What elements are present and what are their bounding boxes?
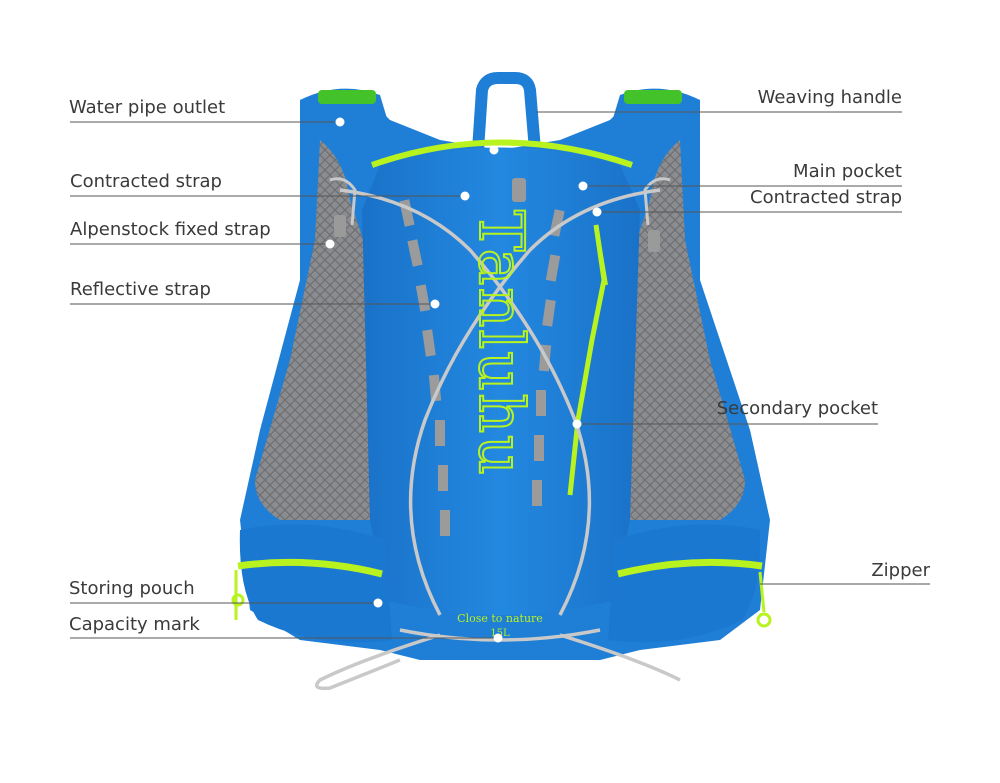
callout-weaving-handle: Weaving handle <box>757 87 902 108</box>
contracted-strap-right <box>643 177 671 252</box>
brand-logo: Tanluhu <box>465 210 538 477</box>
contracted-strap-left <box>329 177 357 237</box>
zipper-pull-right <box>756 612 772 628</box>
right-shoulder-trim <box>624 90 682 104</box>
leader-lines <box>70 111 930 639</box>
callout-zipper: Zipper <box>871 560 930 581</box>
left-shoulder-trim <box>318 90 376 104</box>
center-toggle <box>512 178 526 202</box>
tagline-text: Close to nature <box>457 612 543 625</box>
backpack-illustration: Tanluhu Close to nature 15L <box>231 72 772 691</box>
capacity-text: 15L <box>490 628 510 639</box>
callout-capacity-mark: Capacity mark <box>69 614 200 635</box>
callout-contracted-strap-right: Contracted strap <box>750 187 902 208</box>
callout-storing-pouch: Storing pouch <box>69 578 195 599</box>
left-mesh-panel <box>255 140 380 520</box>
callout-dots <box>325 117 602 643</box>
zipper-pull-right-tab <box>758 571 766 613</box>
callout-secondary-pocket: Secondary pocket <box>716 398 878 419</box>
right-pouch-zipper <box>617 558 763 578</box>
left-pouch-zipper <box>237 558 383 578</box>
left-storing-pouch <box>239 524 392 643</box>
weaving-handle <box>472 72 541 151</box>
callout-contracted-strap-left: Contracted strap <box>70 171 222 192</box>
zipper-pull-left <box>231 593 245 607</box>
callout-main-pocket: Main pocket <box>793 161 902 182</box>
bungee-cord <box>314 188 681 691</box>
secondary-zipper-pull <box>594 224 608 286</box>
right-storing-pouch <box>608 524 761 643</box>
callout-reflective-strap: Reflective strap <box>70 279 211 300</box>
callout-water-pipe-outlet: Water pipe outlet <box>69 97 226 118</box>
callout-alpenstock-fixed-strap: Alpenstock fixed strap <box>70 219 271 240</box>
main-zipper <box>371 139 633 168</box>
main-pocket-body <box>362 147 640 615</box>
